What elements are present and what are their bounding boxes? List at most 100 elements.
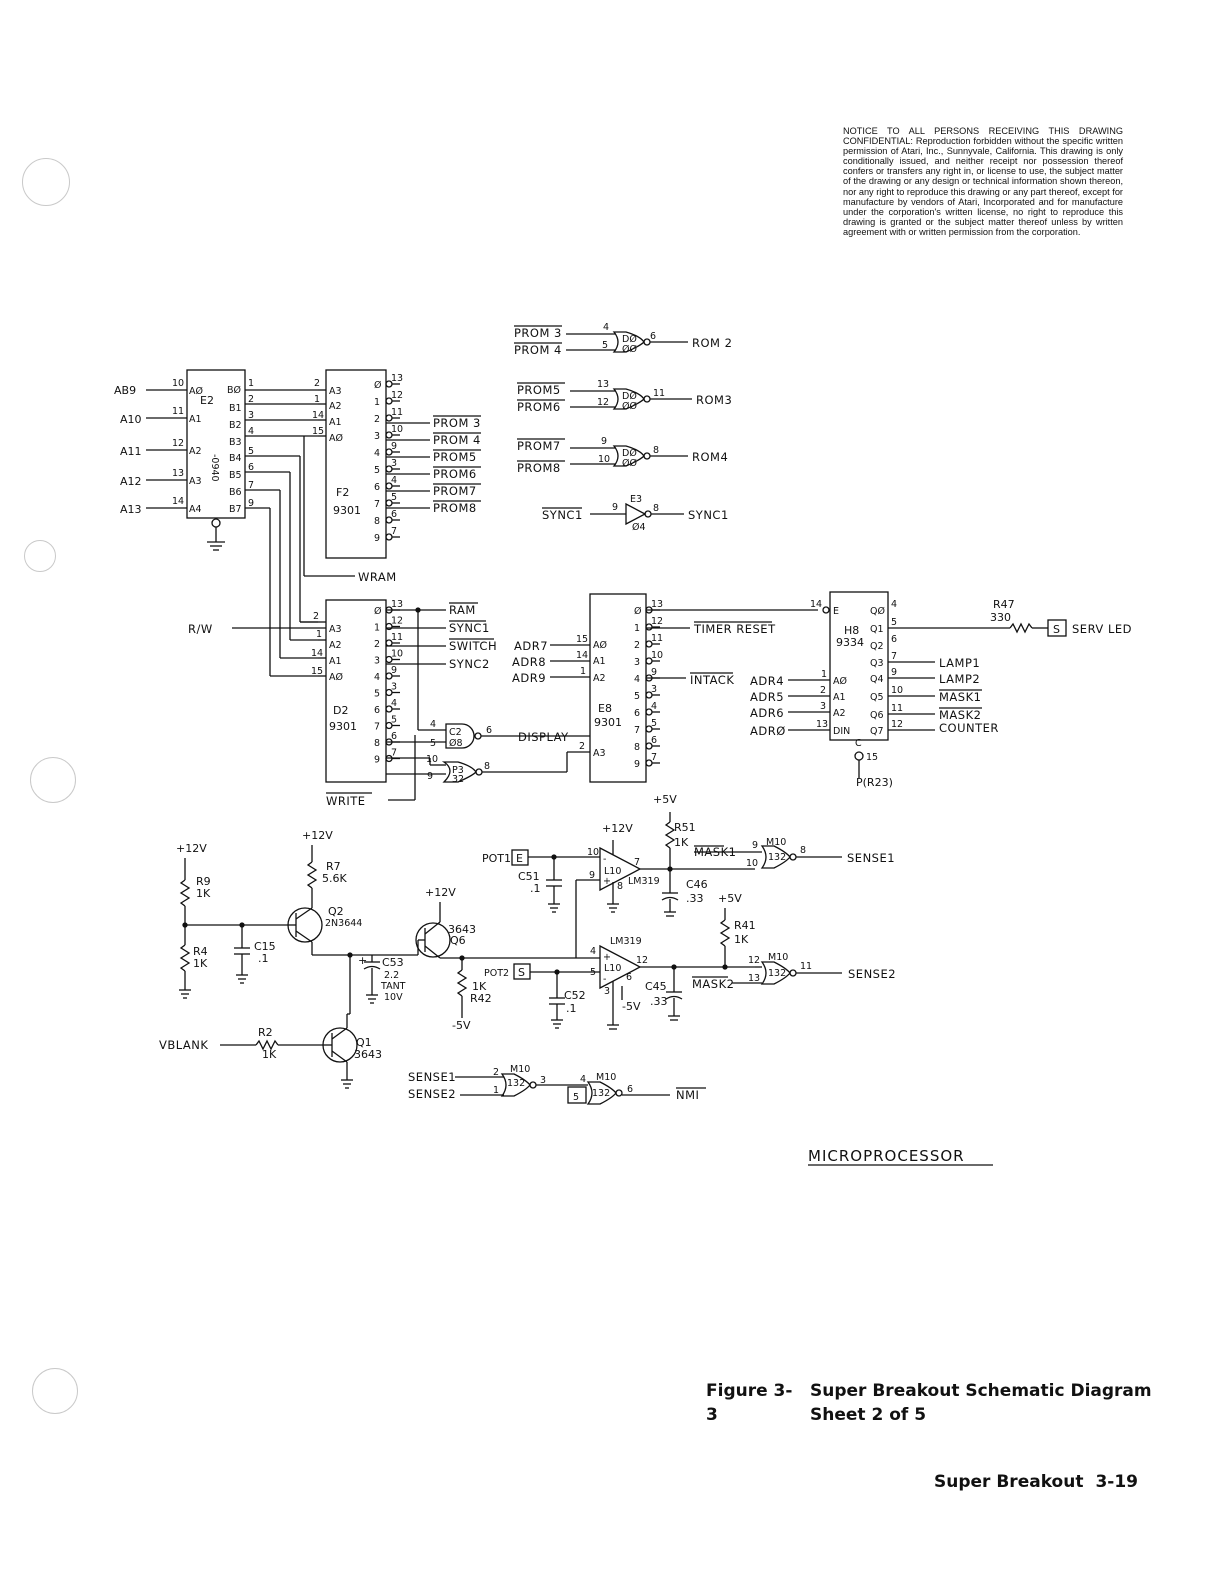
e2-pin-name: B5: [229, 470, 242, 481]
signal-sense2: SENSE2: [848, 967, 896, 981]
svg-text:ØØ: ØØ: [622, 458, 637, 469]
svg-text:+: +: [603, 876, 611, 887]
svg-text:AØ: AØ: [593, 640, 607, 651]
svg-text:+5V: +5V: [718, 892, 742, 905]
out-pin: 5: [891, 617, 897, 628]
svg-text:PROM6: PROM6: [517, 400, 561, 414]
svg-text:13: 13: [748, 973, 760, 984]
gate-p3: P3 32 10 9 8: [426, 751, 590, 785]
binder-hole-3: [30, 757, 76, 803]
e2-input-a11: A11: [120, 445, 142, 458]
pin-name: 8: [374, 516, 380, 527]
d2-pin: 2: [313, 611, 319, 622]
pin-name: Q6: [870, 710, 884, 721]
svg-text:L10: L10: [604, 866, 621, 877]
footer-title: Super Breakout: [934, 1472, 1084, 1492]
pin-name: 7: [634, 725, 640, 736]
svg-text:+12V: +12V: [602, 822, 633, 835]
f2-part: 9301: [333, 504, 361, 517]
svg-text:4: 4: [603, 322, 609, 333]
svg-text:M10: M10: [766, 837, 786, 848]
d2-part: 9301: [329, 720, 357, 733]
e8-label: E8: [598, 702, 612, 715]
svg-text:6: 6: [486, 725, 492, 736]
svg-text:SYNC1: SYNC1: [542, 508, 583, 522]
svg-text:DØ: DØ: [622, 391, 637, 402]
out-pin: 11: [391, 407, 403, 418]
e2-out-pin: 2: [248, 394, 254, 405]
signal-ram: RAM: [449, 603, 476, 617]
svg-text:A2: A2: [833, 708, 846, 719]
svg-text:A1: A1: [833, 692, 846, 703]
out-pin: 12: [651, 616, 663, 627]
e2-pin-name: B4: [229, 453, 242, 464]
svg-text:Q2: Q2: [328, 905, 344, 918]
out-pin: 13: [391, 373, 403, 384]
pin-name: Q5: [870, 692, 884, 703]
d2-pin: 15: [311, 666, 323, 677]
pin-name: 2: [374, 639, 380, 650]
pin-name: 1: [374, 397, 380, 408]
signal-adr6: ADR6: [750, 706, 784, 720]
svg-text:.33: .33: [650, 995, 668, 1008]
pin-name: Ø: [374, 606, 381, 617]
e2-pin-name: B7: [229, 504, 242, 515]
d2-label: D2: [333, 704, 348, 717]
e2-part: -0940: [209, 454, 220, 482]
f2-pin: 2: [314, 378, 320, 389]
e2-input-a10: A10: [120, 413, 142, 426]
svg-text:8: 8: [800, 845, 806, 856]
pin-name: 2: [634, 640, 640, 651]
svg-text:3: 3: [540, 1075, 546, 1086]
out-pin: 10: [891, 685, 903, 696]
pin-name: 8: [634, 742, 640, 753]
out-pin: 7: [391, 748, 397, 759]
svg-text:M10: M10: [510, 1064, 530, 1075]
svg-text:2.2: 2.2: [384, 970, 399, 981]
svg-text:15: 15: [866, 752, 878, 763]
chip-e2: E2 AB9 A10 A11 A12 A13 10 11 12 13 14 AØ…: [114, 369, 318, 677]
pin-name: Q4: [870, 674, 884, 685]
svg-text:L10: L10: [604, 963, 621, 974]
svg-text:9: 9: [612, 502, 618, 513]
svg-text:1K: 1K: [734, 933, 749, 946]
svg-text:1: 1: [580, 666, 586, 677]
svg-text:R42: R42: [470, 992, 492, 1005]
chip-h8: 14 E ADR4 ADR5 ADR6 ADRØ 1 2 3 13 AØ A1 …: [750, 591, 1131, 789]
svg-text:.1: .1: [566, 1002, 577, 1015]
out-pin: 11: [391, 632, 403, 643]
svg-text:S: S: [1053, 623, 1060, 636]
h8-label: H8: [844, 624, 859, 637]
f2-pin-name: A3: [329, 386, 342, 397]
svg-text:11: 11: [800, 961, 812, 972]
svg-text:132: 132: [507, 1078, 525, 1089]
svg-text:8: 8: [653, 445, 659, 456]
svg-text:A2: A2: [593, 673, 606, 684]
signal-rom2: ROM 2: [692, 336, 732, 350]
svg-text:+12V: +12V: [425, 886, 456, 899]
e2-pin-name: B1: [229, 403, 242, 414]
f2-pin: 1: [314, 394, 320, 405]
svg-text:ØØ: ØØ: [622, 401, 637, 412]
svg-text:3643: 3643: [354, 1048, 382, 1061]
e2-input-a12: A12: [120, 475, 142, 488]
chip-e8: ADR7 ADR8 ADR9 15 14 1 2 AØ A1 A2 A3 E8 …: [512, 593, 818, 783]
svg-text:E: E: [516, 852, 523, 865]
svg-text:9: 9: [589, 870, 595, 881]
e2-pin-name: A1: [189, 414, 202, 425]
svg-text:R41: R41: [734, 919, 756, 932]
svg-text:8: 8: [484, 761, 490, 772]
svg-text:6: 6: [626, 972, 632, 983]
e2-input-ab9: AB9: [114, 384, 136, 397]
binder-hole-1: [22, 158, 70, 206]
svg-text:Q1: Q1: [356, 1036, 372, 1049]
d2-pin-name: A3: [329, 624, 342, 635]
svg-text:C: C: [855, 738, 862, 749]
svg-text:C53: C53: [382, 956, 404, 969]
signal-rom3: ROM3: [696, 393, 732, 407]
svg-text:+12V: +12V: [176, 842, 207, 855]
svg-text:ØØ: ØØ: [622, 344, 637, 355]
svg-text:10: 10: [426, 754, 438, 765]
e2-out-pin: 1: [248, 378, 254, 389]
